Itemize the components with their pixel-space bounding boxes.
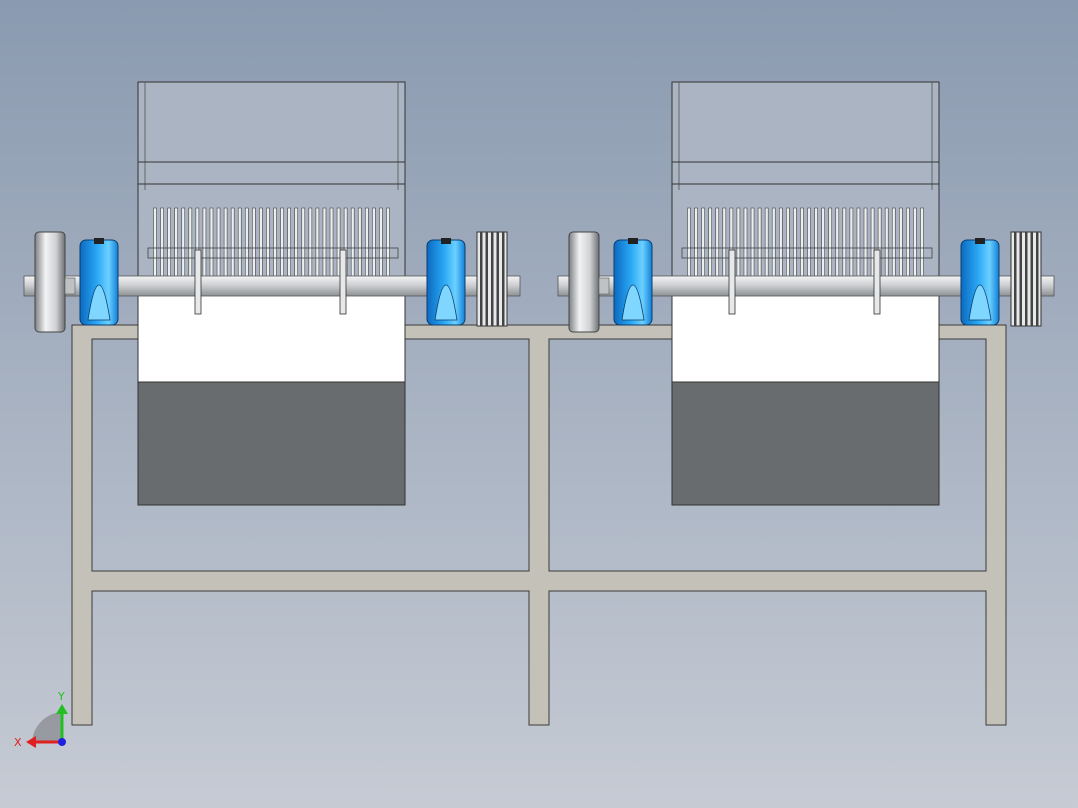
flywheel-hub xyxy=(64,277,76,295)
grease-nipple xyxy=(628,238,638,244)
grease-nipple xyxy=(94,238,104,244)
pulley-groove xyxy=(1014,232,1017,326)
grease-nipple xyxy=(441,238,451,244)
triad-plane xyxy=(32,712,62,742)
bearing-block xyxy=(426,238,466,326)
x-axis-label: X xyxy=(14,736,22,749)
pulley-groove xyxy=(480,232,483,326)
coordinate-triad: X Y xyxy=(14,690,68,749)
bearing-cap xyxy=(434,284,458,321)
blade-holder xyxy=(681,247,933,259)
grease-nipple xyxy=(975,238,985,244)
pulley-groove xyxy=(491,232,494,326)
flywheel xyxy=(568,231,600,333)
z-axis-dot xyxy=(58,738,66,746)
blade-holder xyxy=(147,247,399,259)
shredder-unit-left xyxy=(23,81,521,506)
collection-bin xyxy=(671,381,940,506)
flywheel xyxy=(34,231,66,333)
main-shaft xyxy=(23,275,521,297)
bearing-block xyxy=(613,238,653,326)
shaft-collar xyxy=(873,249,881,315)
pulley-groove xyxy=(502,232,505,326)
shaft-collar xyxy=(194,249,202,315)
shaft-collar xyxy=(339,249,347,315)
pulley-groove xyxy=(1019,232,1022,326)
y-axis-label: Y xyxy=(57,690,65,703)
main-shaft xyxy=(557,275,1055,297)
bearing-cap xyxy=(621,284,645,321)
bearing-block xyxy=(960,238,1000,326)
bearing-block xyxy=(79,238,119,326)
flywheel-hub xyxy=(598,277,610,295)
shaft-collar xyxy=(728,249,736,315)
pulley-groove xyxy=(485,232,488,326)
shredder-unit-right xyxy=(557,81,1055,506)
pulley-groove xyxy=(1036,232,1039,326)
drive-pulley xyxy=(476,231,508,327)
pulley-groove xyxy=(1025,232,1028,326)
pulley-groove xyxy=(496,232,499,326)
cutter-housing xyxy=(137,281,406,383)
cutter-housing xyxy=(671,281,940,383)
pulley-groove xyxy=(1030,232,1033,326)
collection-bin xyxy=(137,381,406,506)
drive-pulley xyxy=(1010,231,1042,327)
bearing-cap xyxy=(968,284,992,321)
bearing-cap xyxy=(87,284,111,321)
